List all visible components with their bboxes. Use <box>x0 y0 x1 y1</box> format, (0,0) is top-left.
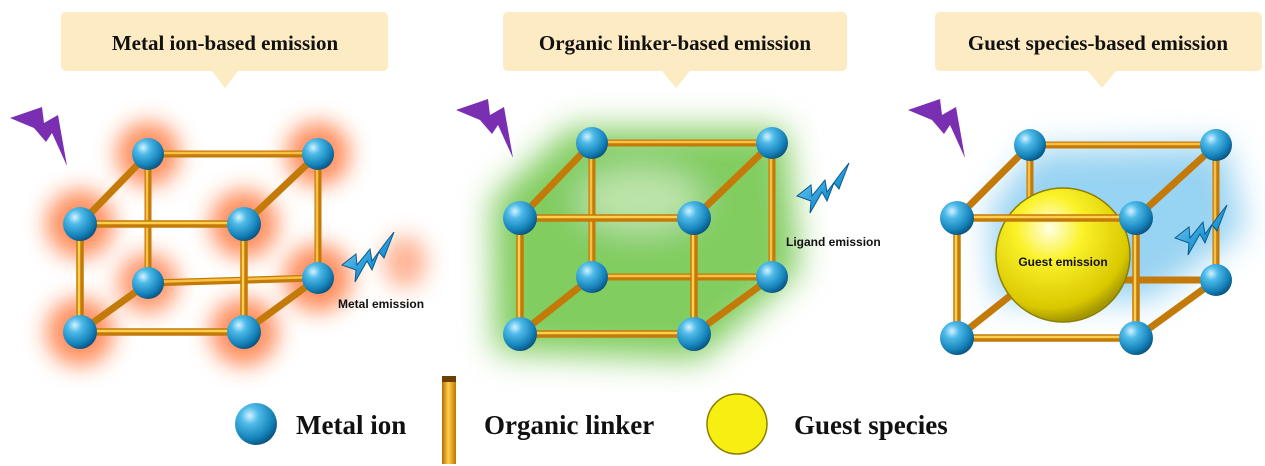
metal-ion-sphere <box>235 403 277 445</box>
metal-ion <box>1119 321 1153 355</box>
title-bubble: Metal ion-based emission <box>61 12 388 88</box>
metal-ion <box>940 201 974 235</box>
metal-ion <box>302 262 334 294</box>
metal-ion <box>63 207 97 241</box>
legend-label: Guest species <box>794 410 948 440</box>
panel-title: Guest species-based emission <box>968 31 1228 55</box>
front-nodes <box>503 201 711 351</box>
metal-ion <box>227 315 261 349</box>
metal-ion <box>1200 264 1232 296</box>
lightning-bolt-icon <box>908 99 965 158</box>
front-nodes <box>940 201 1153 355</box>
metal-ion <box>677 201 711 235</box>
back-nodes <box>132 138 334 299</box>
metal-ion <box>756 127 788 159</box>
organic-linker <box>516 139 596 222</box>
metal-ion <box>1119 201 1153 235</box>
organic-linker-rod <box>442 376 456 464</box>
title-bubble: Guest species-based emission <box>935 12 1262 88</box>
metal-ion <box>132 267 164 299</box>
metal-ion <box>227 207 261 241</box>
metal-ion <box>677 317 711 351</box>
zigzag-emission-icon <box>340 231 395 283</box>
title-bubble: Organic linker-based emission <box>503 12 847 88</box>
legend-item-guest-species: Guest species <box>706 393 948 455</box>
panel-title: Organic linker-based emission <box>539 31 812 55</box>
back-linkers <box>76 150 322 336</box>
cube-framework <box>503 127 788 351</box>
metal-ion <box>132 138 164 170</box>
organic-linker <box>690 139 776 222</box>
panel-metal-ion-emission: Metal ion-based emission <box>10 12 427 366</box>
legend-item-metal-ion: Metal ion <box>235 403 406 445</box>
metal-ion <box>503 201 537 235</box>
lightning-bolt-icon <box>10 107 67 166</box>
emission-label: Guest emission <box>1018 255 1107 269</box>
metal-ion <box>302 138 334 170</box>
metal-ion <box>1200 129 1232 161</box>
organic-linker <box>953 141 1034 222</box>
metal-ion <box>940 321 974 355</box>
legend-label: Metal ion <box>296 410 406 440</box>
metal-ion <box>503 317 537 351</box>
metal-ion <box>63 315 97 349</box>
panel-title: Metal ion-based emission <box>112 31 339 55</box>
emission-label: Metal emission <box>338 297 424 311</box>
metal-ion <box>756 261 788 293</box>
guest-species-sphere <box>706 393 768 455</box>
back-nodes <box>576 127 788 293</box>
emission-label: Ligand emission <box>786 235 881 249</box>
front-nodes <box>63 207 261 349</box>
legend-label: Organic linker <box>484 410 654 440</box>
organic-linker <box>1132 141 1220 222</box>
metal-ion <box>576 127 608 159</box>
panel-guest-species-emission: Guest species-based emission <box>908 12 1262 355</box>
zigzag-emission-icon <box>1173 204 1228 256</box>
cube-framework <box>63 138 334 349</box>
zigzag-emission-icon <box>795 162 850 214</box>
legend: Metal ion Organic linker Guest species <box>235 376 948 464</box>
guest-species: Guest emission <box>995 187 1131 323</box>
metal-ion <box>1014 129 1046 161</box>
metal-ion <box>576 261 608 293</box>
lightning-bolt-icon <box>456 99 513 158</box>
cube-framework: Guest emission <box>940 129 1232 355</box>
panel-organic-linker-emission: Organic linker-based emission <box>456 12 881 360</box>
legend-item-organic-linker: Organic linker <box>442 376 654 464</box>
